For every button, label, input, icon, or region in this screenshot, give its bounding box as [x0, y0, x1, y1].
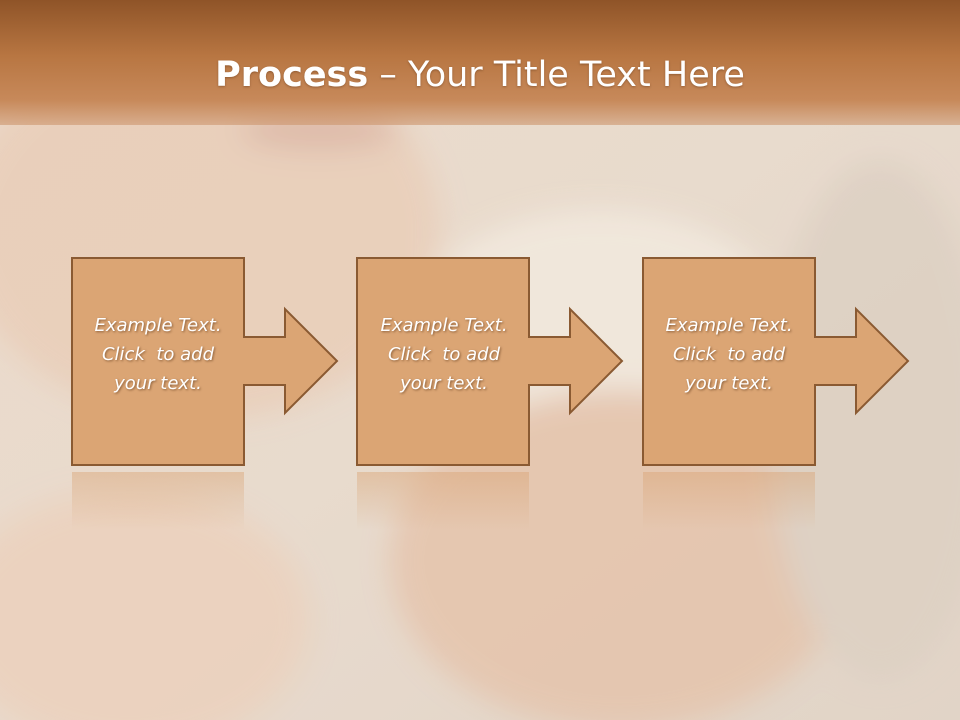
step-reflection-2: [357, 472, 529, 530]
step-reflection-1: [72, 472, 244, 530]
step-shape-1[interactable]: [71, 257, 339, 466]
step-text-line: Example Text.: [380, 315, 508, 336]
step-shape-2[interactable]: [356, 257, 624, 466]
title-bold: Process: [215, 55, 369, 95]
slide-title[interactable]: Process – Your Title Text Here: [0, 52, 960, 98]
step-text-line: Example Text.: [94, 315, 222, 336]
step-text-line: Click to add: [101, 344, 214, 365]
step-text-line: your text.: [685, 373, 773, 394]
title-bar: [0, 0, 960, 125]
step-text-line: your text.: [400, 373, 488, 394]
step-text-3[interactable]: Example Text. Click to add your text.: [643, 311, 815, 398]
step-text-line: Click to add: [387, 344, 500, 365]
title-rest: Your Title Text Here: [407, 55, 745, 95]
step-text-1[interactable]: Example Text. Click to add your text.: [72, 311, 244, 398]
title-separator: –: [368, 55, 408, 95]
step-text-line: Example Text.: [665, 315, 793, 336]
step-shape-3[interactable]: [642, 257, 910, 466]
step-text-line: Click to add: [672, 344, 785, 365]
step-text-line: your text.: [114, 373, 202, 394]
step-reflection-3: [643, 472, 815, 530]
step-text-2[interactable]: Example Text. Click to add your text.: [358, 311, 530, 398]
